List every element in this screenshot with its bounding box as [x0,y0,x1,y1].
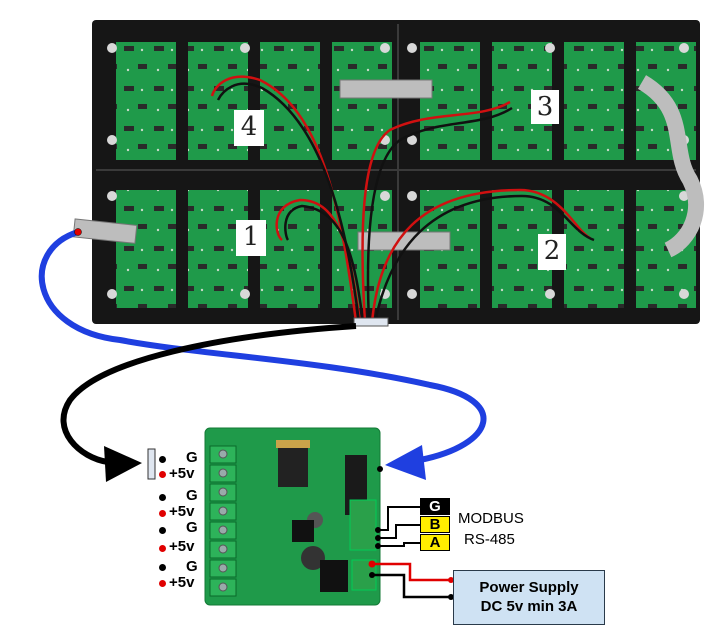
mounting-bolt [107,43,117,53]
vcc-dot [159,580,166,587]
terminal-screw [218,563,228,573]
vcc-label: +5v [169,538,195,555]
vcc-label: +5v [169,574,195,591]
vcc-dot [159,510,166,517]
mounting-bolt [679,191,689,201]
vcc-dot [159,471,166,478]
mounting-bolt [380,191,390,201]
led-panel-array [92,20,700,324]
led-module-components [116,190,176,308]
terminal-screw [218,487,228,497]
psu-wires [372,562,453,599]
black-data-cable [60,323,357,465]
ground-dot [159,456,166,463]
led-module-components [636,190,696,308]
panel-number-4: 4 [234,110,264,146]
mounting-bolt [679,43,689,53]
terminal-screw [218,582,228,592]
ground-label: G [186,519,198,536]
mounting-bolt [380,43,390,53]
rs485-label: RS-485 [464,531,515,548]
panel-number-1: 1 [236,220,266,256]
power-supply-box: Power Supply DC 5v min 3A [453,570,605,625]
led-module-components [420,42,480,160]
power-supply-spec: DC 5v min 3A [480,597,578,615]
mounting-bolt [107,289,117,299]
terminal-screw [218,525,228,535]
modbus-signal-g: G [420,498,450,515]
terminal-screw [218,506,228,516]
led-module-components [564,190,624,308]
modbus-signal-a: A [420,534,450,551]
mounting-bolt [679,289,689,299]
modbus-signal-b: B [420,516,450,533]
vcc-label: +5v [169,465,195,482]
mounting-bolt [107,135,117,145]
ground-dot [159,564,166,571]
ground-label: G [186,487,198,504]
mounting-bolt [407,43,417,53]
power-supply-title: Power Supply [479,578,579,596]
mounting-bolt [407,191,417,201]
led-module-components [116,42,176,160]
blue-arrowhead [385,445,426,480]
mounting-bolt [240,289,250,299]
panel-power-wires [210,75,595,327]
ground-label: G [186,558,198,575]
terminal-screw [218,449,228,459]
panel-number-3: 3 [531,90,559,124]
vcc-label: +5v [169,503,195,520]
mounting-bolt [545,43,555,53]
ground-label: G [186,449,198,466]
mounting-bolt [545,289,555,299]
led-module-components [564,42,624,160]
led-module-components [260,190,320,308]
terminal-screw [218,544,228,554]
panel-number-2: 2 [538,234,566,270]
vcc-dot [159,545,166,552]
modbus-label: MODBUS [458,510,524,527]
mounting-bolt [107,191,117,201]
terminal-screw [218,468,228,478]
mounting-bolt [407,135,417,145]
ribbon-cables [72,75,705,258]
mounting-bolt [407,289,417,299]
ground-dot [159,494,166,501]
ground-dot [159,527,166,534]
mounting-bolt [240,43,250,53]
blue-data-cable [38,229,487,463]
black-arrowhead [104,446,142,482]
modbus-wires [378,506,420,547]
controller-board [204,427,381,606]
